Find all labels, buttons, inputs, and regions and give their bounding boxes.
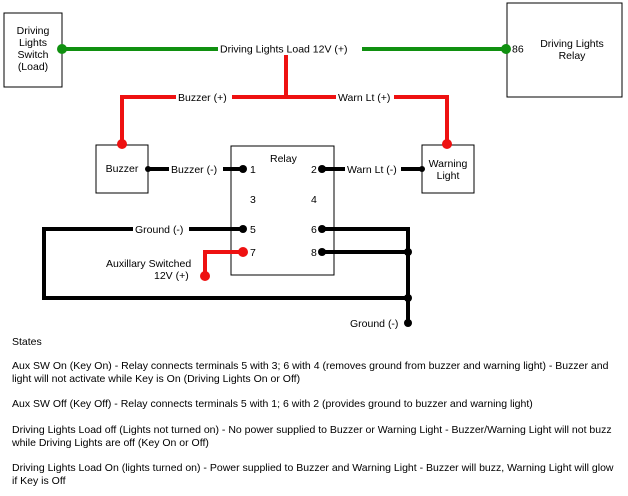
switch-label-line: Driving [16, 25, 50, 37]
aux-switched-label-line2: 12V (+) [154, 270, 189, 282]
warning-light-label: Warning Light [422, 158, 474, 182]
warning-positive-dot [442, 139, 452, 149]
relay-terminal-4: 4 [311, 194, 317, 206]
aux-switched-dot [200, 271, 210, 281]
relay-terminal-7-dot [238, 247, 248, 257]
relay-terminal-8: 8 [311, 247, 317, 259]
relay-dl-label-line: Driving Lights [540, 38, 604, 50]
relay-terminal-2-dot [318, 165, 326, 173]
load-wire-label: Driving Lights Load 12V (+) [220, 44, 348, 56]
relay-terminal-6: 6 [311, 224, 317, 236]
relay-terminal-2: 2 [311, 164, 317, 176]
relay-terminal-1: 1 [250, 164, 256, 176]
ground-terminal-dot [404, 319, 412, 327]
ground-left-label: Ground (-) [135, 224, 183, 236]
switch-label-line: Lights [18, 37, 48, 49]
driving-lights-relay-label: Driving Lights Relay [522, 38, 622, 62]
relay-terminal-5-dot [239, 225, 247, 233]
buzzer-negative-label: Buzzer (-) [171, 164, 217, 176]
switch-label-line: (Load) [17, 61, 49, 73]
driving-lights-switch-box [3, 12, 63, 88]
buzzer-negative-dot [145, 166, 151, 172]
driving-lights-switch-label: Driving Lights Switch (Load) [4, 25, 62, 73]
junction-6-dot [404, 248, 412, 256]
relay-terminal-1-dot [239, 165, 247, 173]
terminal-6-wire [322, 227, 410, 323]
ground-loop-wire [42, 227, 410, 300]
warning-light-box [421, 144, 475, 194]
switch-terminal-dot [57, 44, 67, 54]
ground-bottom-label: Ground (-) [350, 318, 398, 330]
relay-86-label: 86 [512, 44, 524, 56]
relay-terminal-3: 3 [250, 194, 256, 206]
relay-86-terminal-dot [501, 44, 511, 54]
buzzer-positive-label: Buzzer (+) [178, 92, 227, 104]
states-item: Aux SW Off (Key Off) - Relay connects te… [12, 398, 533, 410]
warning-negative-label: Warn Lt (-) [347, 164, 397, 176]
relay-dl-label-line: Relay [558, 50, 586, 62]
driving-lights-relay-box [506, 2, 623, 98]
junction-ground-dot [404, 294, 412, 302]
states-item: Driving Lights Load On (lights turned on… [12, 462, 614, 487]
states-item: Aux SW On (Key On) - Relay connects term… [12, 360, 609, 385]
states-item: Driving Lights Load off (Lights not turn… [12, 424, 612, 449]
relay-terminal-7: 7 [250, 247, 256, 259]
buzzer-positive-wire [120, 95, 286, 144]
buzzer-positive-dot [117, 139, 127, 149]
relay-terminal-5: 5 [250, 224, 256, 236]
wiring-diagram: Driving Lights Load 12V (+) 86 Buzzer (+… [3, 2, 623, 330]
relay-box [230, 145, 335, 276]
relay-terminal-6-dot [318, 225, 326, 233]
states-heading: States [12, 336, 42, 348]
warning-negative-dot [419, 166, 425, 172]
buzzer-label: Buzzer [105, 163, 139, 175]
warning-light-label-line: Light [436, 170, 460, 182]
warning-positive-wire [286, 95, 449, 144]
relay-terminal-8-dot [318, 248, 326, 256]
aux-switched-label-line1: Auxillary Switched [106, 258, 191, 270]
relay-title: Relay [270, 153, 298, 165]
aux-switched-wire [203, 250, 243, 276]
warning-light-label-line: Warning [428, 158, 468, 170]
switch-label-line: Switch [17, 49, 49, 61]
warning-positive-label: Warn Lt (+) [338, 92, 390, 104]
